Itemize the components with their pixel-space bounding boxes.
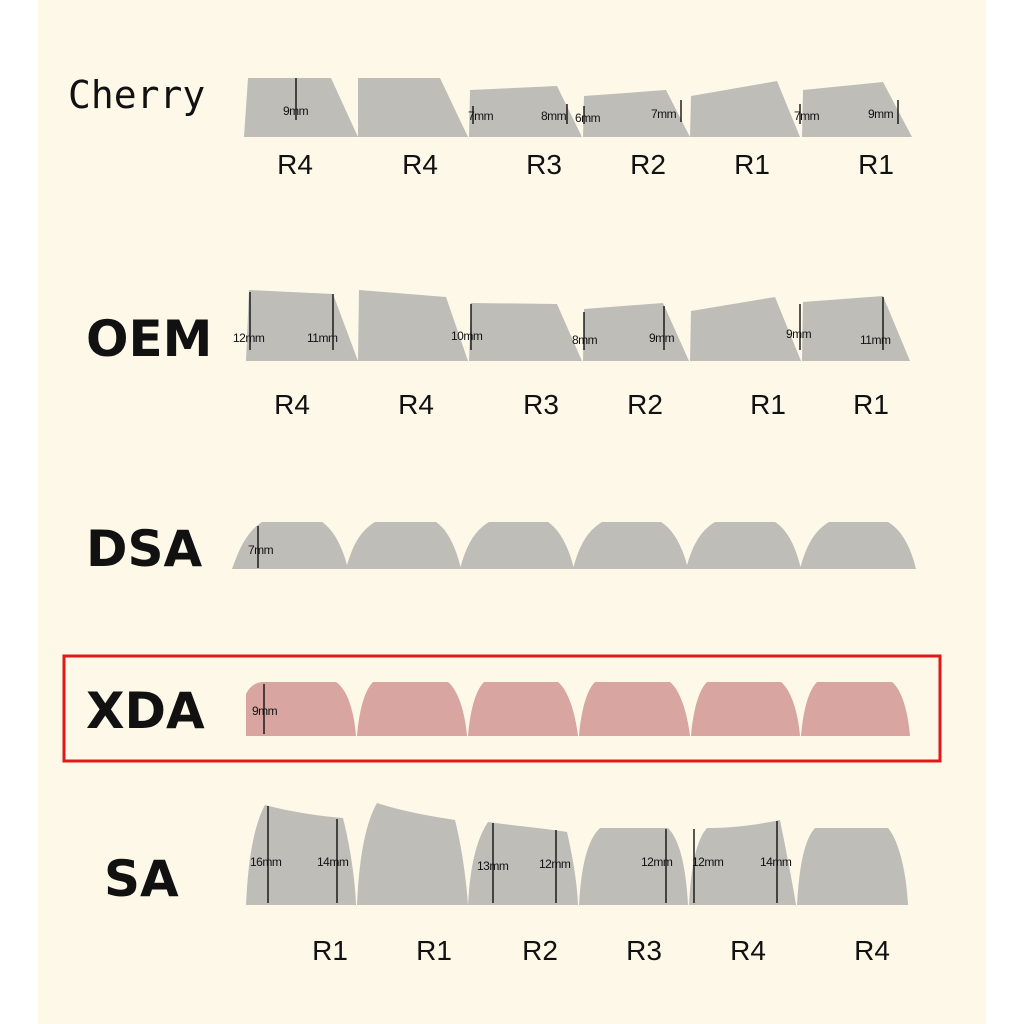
keycap xyxy=(357,803,468,905)
measurement-label: 11mm xyxy=(307,331,338,345)
measurement-label: 7mm xyxy=(468,109,494,123)
keycap xyxy=(358,78,468,137)
measurement-label: 7mm xyxy=(248,543,274,557)
measurement-label: 9mm xyxy=(252,704,278,718)
row-label: R2 xyxy=(627,389,663,420)
profile-label-oem: OEM xyxy=(86,310,212,368)
keycap xyxy=(583,303,689,361)
keycap xyxy=(246,682,356,736)
keycap xyxy=(801,682,910,736)
keycap xyxy=(690,81,800,137)
row-label: R4 xyxy=(402,149,438,180)
profile-label-cherry: Cherry xyxy=(68,73,205,117)
keycap xyxy=(468,682,578,736)
keycap xyxy=(468,822,578,905)
measurement-label: 12mm xyxy=(233,331,265,345)
row-label: R4 xyxy=(277,149,313,180)
keycap xyxy=(690,297,801,361)
cherry-section: Cherry 9mm 7mm 8mm 6mm 7mm 7mm 9mm R4 R4… xyxy=(68,73,912,180)
keycap xyxy=(246,290,358,361)
keycap xyxy=(357,682,467,736)
highlight-frame xyxy=(62,654,942,763)
sa-section: SA 16mm 14mm 13mm 12mm 12mm 12mm 14mm R1… xyxy=(104,803,908,966)
keycap xyxy=(573,522,688,569)
row-label: R3 xyxy=(523,389,559,420)
row-label: R1 xyxy=(416,935,452,966)
keycap xyxy=(802,296,910,361)
measurement-label: 14mm xyxy=(317,855,349,869)
keycap xyxy=(583,90,690,137)
row-label: R1 xyxy=(312,935,348,966)
keycap xyxy=(460,522,574,569)
row-label: R2 xyxy=(522,935,558,966)
keycap xyxy=(800,522,916,569)
measurement-label: 9mm xyxy=(868,107,894,121)
row-label: R4 xyxy=(730,935,766,966)
measurement-label: 16mm xyxy=(250,855,282,869)
keycap xyxy=(579,828,688,905)
keycap xyxy=(691,682,800,736)
row-label: R2 xyxy=(630,149,666,180)
measurement-label: 10mm xyxy=(451,329,483,343)
dsa-section: DSA 7mm xyxy=(86,520,916,578)
keycap xyxy=(802,82,912,137)
measurement-label: 13mm xyxy=(477,859,509,873)
keycap xyxy=(797,828,908,905)
measurement-label: 12mm xyxy=(539,857,571,871)
measurement-label: 9mm xyxy=(649,331,675,345)
measurement-label: 6mm xyxy=(575,111,601,125)
profile-label-xda: XDA xyxy=(86,682,205,740)
row-label: R3 xyxy=(526,149,562,180)
row-label: R1 xyxy=(858,149,894,180)
profile-label-sa: SA xyxy=(104,850,179,908)
measurement-label: 12mm xyxy=(641,855,673,869)
keycap xyxy=(689,820,796,905)
keycap xyxy=(579,682,690,736)
row-label: R1 xyxy=(853,389,889,420)
measurement-label: 8mm xyxy=(541,109,567,123)
measurement-label: 7mm xyxy=(651,107,677,121)
measurement-label: 9mm xyxy=(786,327,812,341)
profile-label-dsa: DSA xyxy=(86,520,203,578)
measurement-label: 7mm xyxy=(794,109,820,123)
keycap xyxy=(346,522,461,569)
row-label: R1 xyxy=(750,389,786,420)
measurement-label: 8mm xyxy=(572,333,598,347)
row-label: R1 xyxy=(734,149,770,180)
keycap xyxy=(469,86,582,137)
measurement-label: 12mm xyxy=(692,855,724,869)
keycap xyxy=(244,78,358,137)
measurement-label: 11mm xyxy=(860,333,891,347)
keycap xyxy=(232,522,348,569)
row-label: R4 xyxy=(854,935,890,966)
keycap xyxy=(469,303,582,361)
row-label: R4 xyxy=(274,389,310,420)
keycap xyxy=(246,805,356,905)
measurement-label: 14mm xyxy=(760,855,792,869)
row-label: R3 xyxy=(626,935,662,966)
keycap xyxy=(358,290,468,361)
keycap xyxy=(686,522,801,569)
xda-section: XDA 9mm xyxy=(62,654,942,763)
row-label: R4 xyxy=(398,389,434,420)
oem-section: OEM 12mm 11mm 10mm 8mm 9mm 9mm 11mm R4 R… xyxy=(86,290,910,420)
measurement-label: 9mm xyxy=(283,104,309,118)
